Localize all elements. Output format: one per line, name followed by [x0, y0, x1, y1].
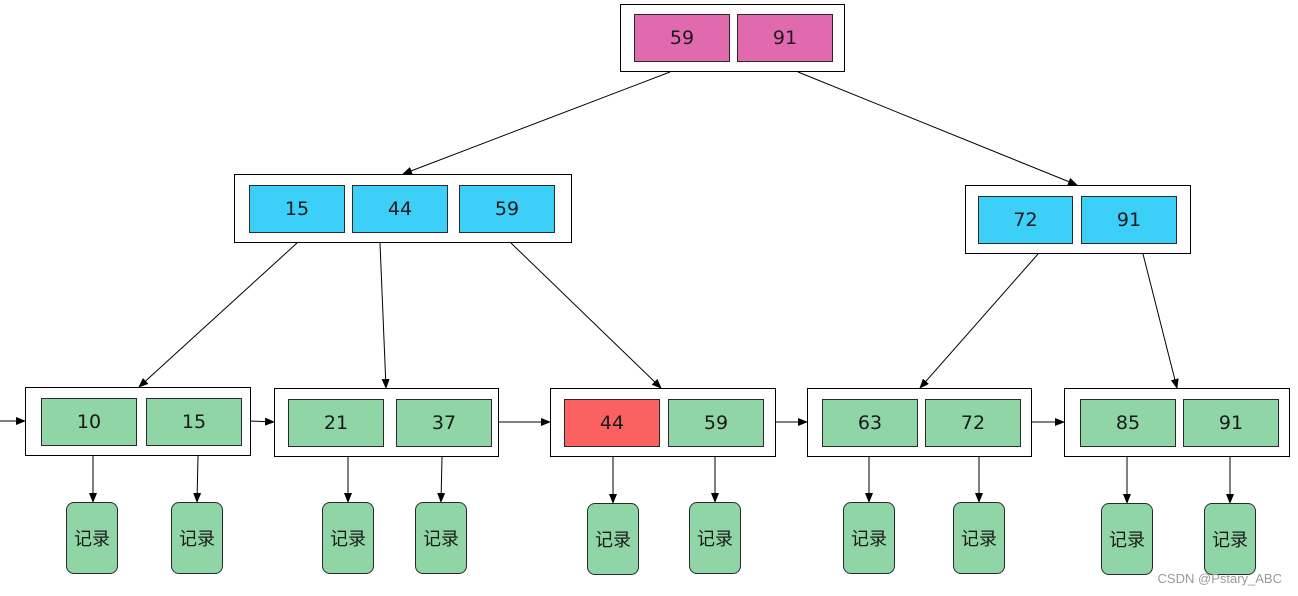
internal-key: 15	[249, 185, 345, 233]
record-box: 记录	[1101, 503, 1153, 575]
leaf-key: 59	[668, 399, 764, 447]
leaf-key: 15	[146, 398, 242, 446]
leaf-key: 21	[288, 399, 384, 447]
leaf-node-2: 21 37	[274, 388, 499, 457]
record-box: 记录	[689, 502, 741, 574]
edge-record-4	[437, 456, 446, 503]
record-box: 记录	[171, 502, 223, 574]
leaf-key: 85	[1080, 399, 1176, 447]
internal-key: 72	[978, 196, 1073, 244]
internal-node-left: 15 44 59	[234, 174, 572, 243]
leaf-key: 63	[822, 399, 918, 447]
internal-key: 44	[352, 185, 448, 233]
record-box: 记录	[1204, 503, 1256, 575]
leaf-key-highlighted: 44	[564, 399, 660, 447]
record-box: 记录	[415, 502, 467, 574]
internal-key: 59	[459, 185, 555, 233]
edge-root-to-internal-left	[402, 71, 671, 175]
leaf-node-3: 44 59	[550, 388, 776, 457]
record-box: 记录	[587, 503, 639, 575]
root-key: 91	[737, 14, 833, 62]
edge-internal-left-to-leaf-2	[379, 242, 390, 389]
leaf-key: 10	[41, 398, 137, 446]
record-box: 记录	[322, 502, 374, 574]
root-node: 59 91	[620, 4, 845, 72]
internal-node-right: 72 91	[965, 185, 1191, 254]
internal-key: 91	[1081, 196, 1177, 244]
leaf-node-1: 10 15	[25, 387, 251, 456]
edge-internal-right-to-leaf-4	[919, 253, 1039, 389]
edge-record-2	[193, 455, 202, 503]
leaf-link-1-2	[249, 417, 275, 426]
leaf-key: 72	[925, 399, 1021, 447]
leaf-node-4: 63 72	[807, 388, 1032, 457]
leaf-node-5: 85 91	[1064, 388, 1290, 457]
edge-internal-left-to-leaf-1	[138, 242, 298, 388]
edge-internal-right-to-leaf-5	[1142, 253, 1179, 389]
record-box: 记录	[66, 502, 118, 574]
edge-root-to-internal-right	[797, 71, 1078, 186]
leaf-key: 37	[396, 399, 492, 447]
edge-internal-left-to-leaf-3	[510, 242, 662, 389]
watermark: CSDN @Pstary_ABC	[1157, 571, 1282, 586]
record-box: 记录	[843, 502, 895, 574]
leaf-key: 91	[1183, 399, 1279, 447]
record-box: 记录	[953, 502, 1005, 574]
root-key: 59	[634, 14, 730, 62]
